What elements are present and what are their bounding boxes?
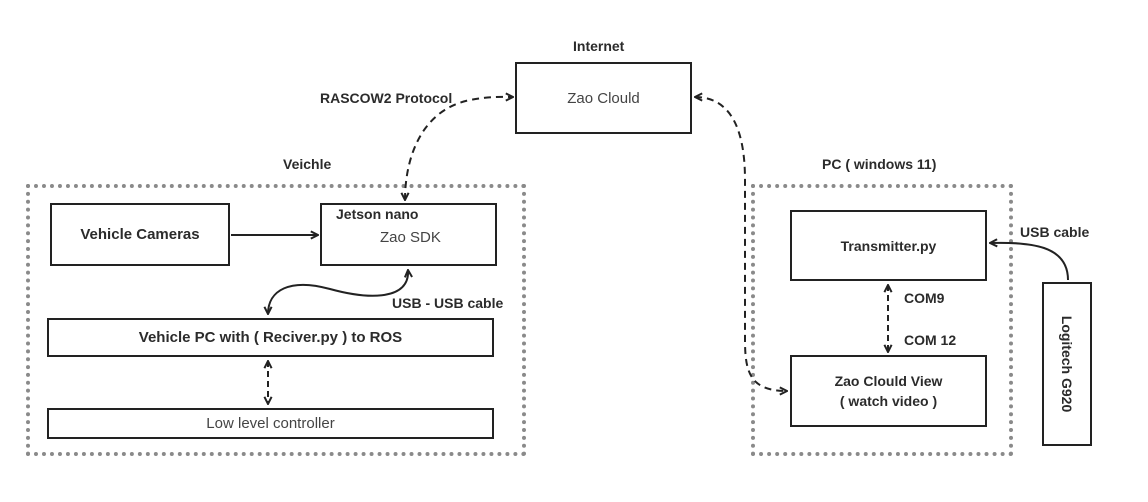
vehicle-group	[26, 184, 526, 456]
vehicle-cameras-box: Vehicle Cameras	[50, 203, 230, 266]
usb-usb-cable-label: USB - USB cable	[392, 295, 504, 311]
low-level-controller-box: Low level controller	[47, 408, 494, 439]
vehicle-pc-box: Vehicle PC with ( Reciver.py ) to ROS	[47, 318, 494, 357]
low-level-controller-text: Low level controller	[206, 415, 335, 432]
usb-cable-arrow	[990, 243, 1069, 281]
pc-label: PC ( windows 11)	[822, 156, 937, 172]
com9-label: COM9	[904, 290, 945, 306]
logitech-g920-box: Logitech G920	[1042, 282, 1092, 446]
transmitter-text: Transmitter.py	[840, 237, 937, 254]
jetson-nano-box: Jetson nano Zao SDK	[320, 203, 497, 266]
zao-cloud-view-box: Zao Clould View ( watch video )	[790, 355, 987, 427]
zao-cloud-box: Zao Clould	[515, 62, 692, 134]
com12-label: COM 12	[904, 332, 957, 348]
zao-cloud-view-text: Zao Clould View	[834, 373, 943, 389]
usb-cable-label: USB cable	[1020, 224, 1090, 240]
jetson-nano-title: Jetson nano	[336, 206, 419, 222]
internet-label: Internet	[573, 38, 625, 54]
vehicle-pc-text: Vehicle PC with ( Reciver.py ) to ROS	[138, 329, 403, 346]
vehicle-label: Veichle	[283, 156, 332, 172]
cloud-to-view-arrow	[695, 97, 787, 391]
rascow-link-arrow	[405, 97, 513, 200]
watch-video-text: ( watch video )	[839, 393, 938, 409]
transmitter-box: Transmitter.py	[790, 210, 987, 281]
zao-sdk-text: Zao SDK	[380, 229, 441, 246]
usb-usb-cable-arrow	[268, 270, 408, 314]
vehicle-cameras-text: Vehicle Cameras	[80, 226, 200, 243]
zao-cloud-text: Zao Clould	[567, 89, 640, 107]
